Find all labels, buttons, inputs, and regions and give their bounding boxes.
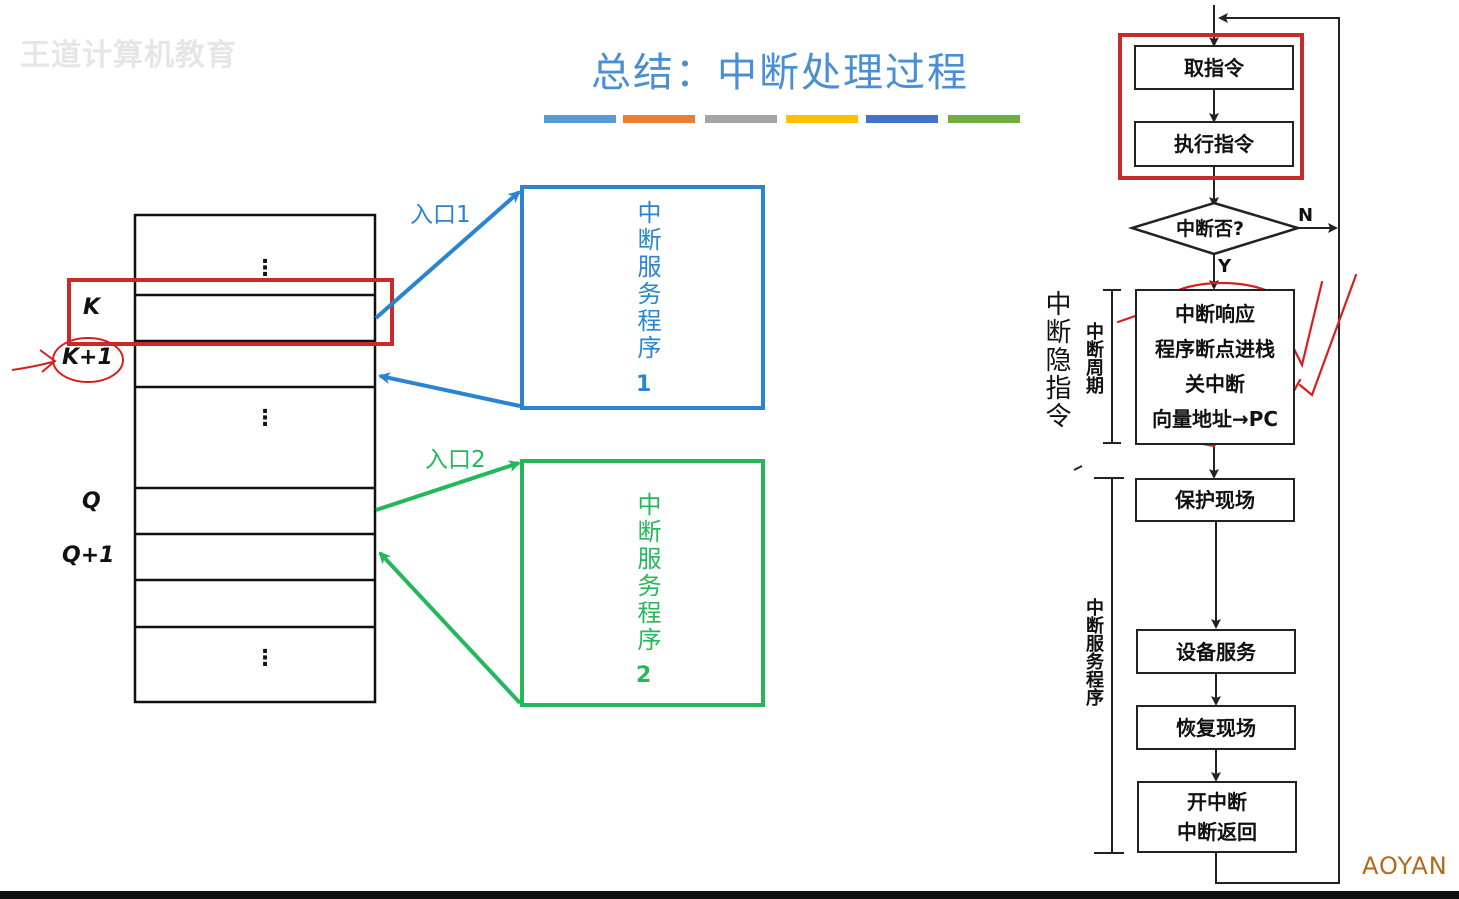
interrupt-cycle-bracket [1103, 289, 1121, 444]
cycle-line-vector-to-pc: 向量地址→PC [1151, 407, 1279, 431]
hidden-instruction-tick [1073, 465, 1083, 471]
cycle-line-push-breakpoint: 程序断点进栈 [1155, 337, 1275, 361]
memory-dots-top: ⋮ [254, 256, 276, 281]
fetch-execute-highlight [1118, 33, 1304, 180]
isr1-box [520, 185, 765, 410]
save-context-box: 保护现场 [1135, 478, 1295, 522]
label-k: K [83, 295, 101, 320]
isr1-text: 中断服务程序 [633, 200, 661, 362]
title-bar-5 [866, 115, 938, 123]
execute-instruction-box: 执行指令 [1134, 121, 1294, 167]
title-bar-4 [786, 115, 858, 123]
label-k1: K+1 [62, 345, 113, 370]
entry2-label: 入口2 [425, 447, 486, 473]
no-label: N [1298, 205, 1314, 226]
arrow-to-isr2 [375, 460, 521, 512]
title-bar-2 [623, 115, 695, 123]
cycle-line-disable-interrupt: 关中断 [1185, 372, 1245, 396]
cycle-line-response: 中断响应 [1175, 302, 1255, 326]
device-service-box: 设备服务 [1136, 629, 1296, 674]
memory-dots-bottom: ⋮ [254, 646, 276, 671]
title-bar-1 [544, 115, 616, 123]
memory-column [133, 213, 377, 704]
interrupt-cycle-label: 中断周期 [1083, 322, 1104, 394]
isr2-text: 中断服务程序 [633, 492, 661, 654]
final-line-enable-interrupt: 开中断 [1187, 790, 1247, 814]
label-q1: Q+1 [62, 543, 115, 568]
yes-label: Y [1218, 256, 1232, 277]
arrow-return-isr2 [378, 551, 522, 705]
entry1-label: 入口1 [410, 202, 471, 228]
isr2-box [520, 459, 765, 707]
brand-text: AOYAN [1362, 852, 1448, 880]
decision-label: 中断否? [1176, 218, 1245, 240]
isr-side-label: 中断服务程序 [1083, 598, 1104, 706]
memory-dots-middle: ⋮ [254, 406, 276, 431]
arrow-to-isr1 [374, 190, 521, 320]
restore-context-box: 恢复现场 [1136, 705, 1296, 750]
interrupt-cycle-box: 中断响应 程序断点进栈 关中断 向量地址→PC [1135, 289, 1295, 445]
isr2-number: 2 [636, 663, 652, 688]
hidden-instruction-label: 中断隐指令 [1041, 290, 1071, 430]
decision-diamond [1127, 201, 1303, 256]
bottom-bar [0, 891, 1459, 899]
isr1-number: 1 [636, 372, 652, 397]
title-bar-3 [705, 115, 777, 123]
enable-return-box: 开中断 中断返回 [1137, 781, 1297, 853]
arrow-return-isr1 [378, 372, 521, 408]
fetch-instruction-box: 取指令 [1134, 45, 1294, 90]
label-q: Q [82, 489, 101, 514]
title-bar-6 [948, 115, 1020, 123]
k1-annotation-arrow [11, 349, 57, 373]
k-highlight-box [67, 278, 394, 346]
flowchart-connectors [1209, 5, 1340, 884]
final-line-interrupt-return: 中断返回 [1177, 820, 1257, 844]
page-title: 总结：中断处理过程 [591, 50, 969, 96]
isr-bracket [1094, 477, 1124, 854]
logo-watermark: 王道计算机教育 [20, 38, 237, 73]
